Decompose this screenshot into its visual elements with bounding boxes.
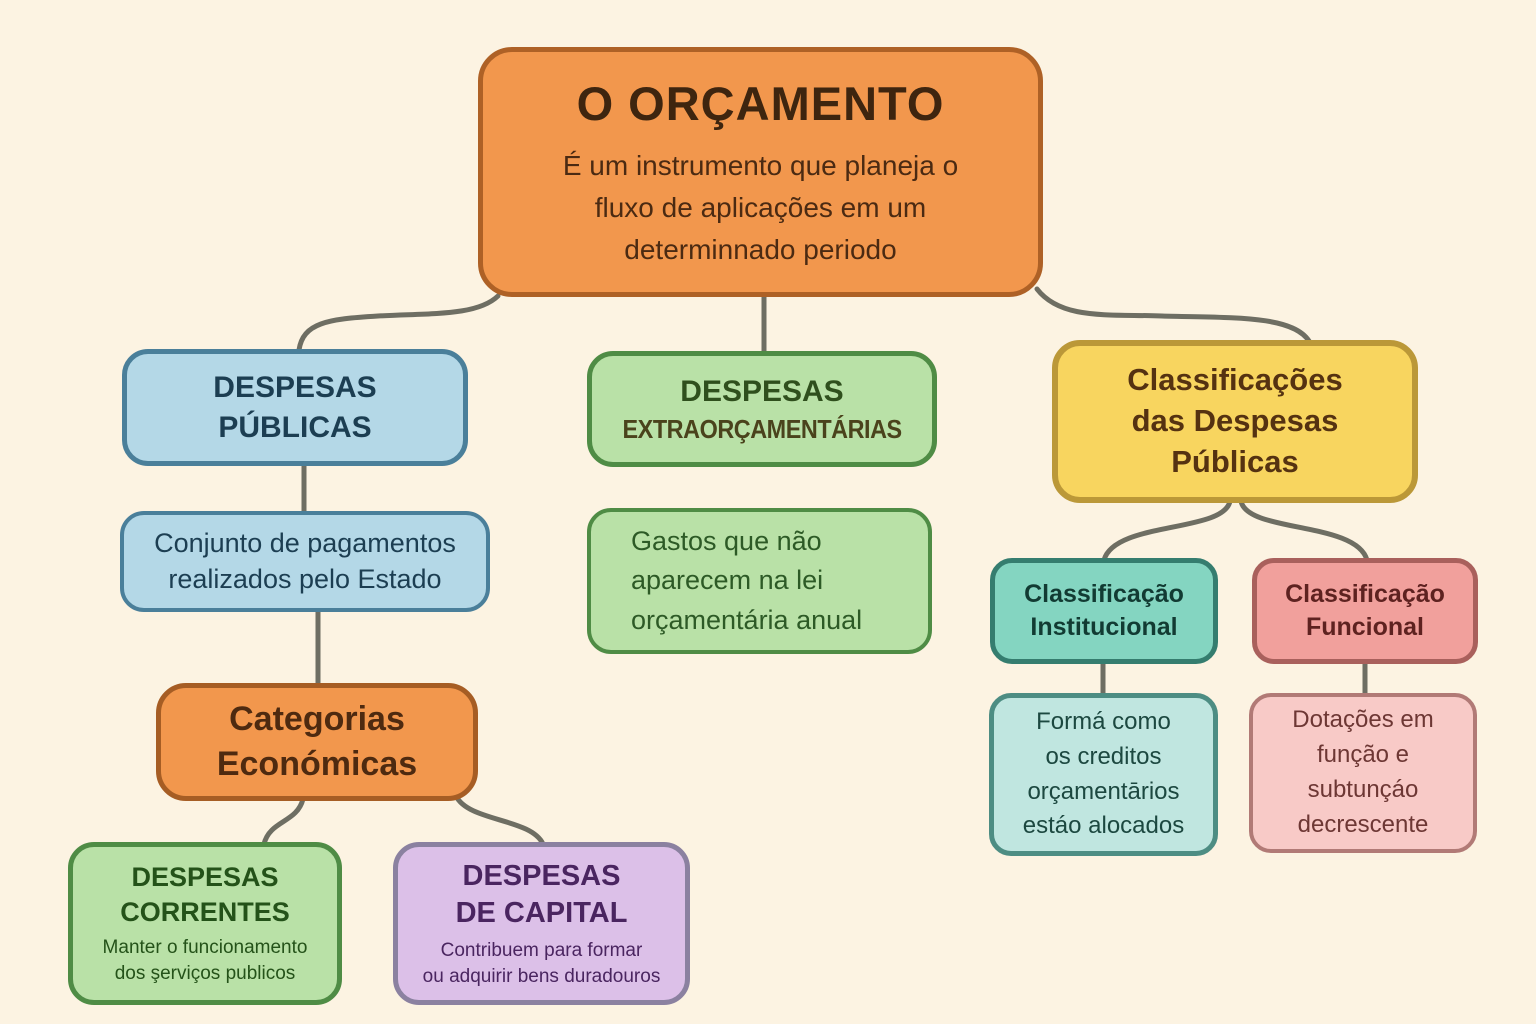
- node-dotacoes-funcao: Dotações em função e subtunçáo decrescen…: [1249, 693, 1477, 853]
- despesas-de-capital-title: DESPESAS DE CAPITAL: [455, 859, 628, 930]
- gastos-nao-aparecem-label: Gastos que não aparecem na lei orçamentá…: [631, 526, 863, 635]
- connector-classificacoes-funcional: [1238, 498, 1370, 563]
- connector-categorias-correntes: [261, 796, 306, 847]
- connector-root-publicas: [296, 293, 501, 353]
- node-classificacoes-despesas: Classificações das Despesas Públicas: [1052, 340, 1418, 503]
- classificacao-institucional-label: Classificação Institucional: [1024, 580, 1184, 641]
- categorias-economicas-label: Categorias Económicas: [216, 700, 418, 783]
- despesas-correntes-description: Manter o funcionamento dos şerviços publ…: [102, 937, 308, 985]
- node-despesas-correntes: DESPESAS CORRENTES Manter o funcionament…: [68, 842, 342, 1005]
- classificacoes-despesas-label: Classificações das Despesas Públicas: [1127, 362, 1343, 479]
- despesas-de-capital-description: Contribuem para formar ou adquirir bens …: [422, 940, 661, 987]
- node-gastos-nao-aparecem: Gastos que não aparecem na lei orçamentá…: [587, 508, 932, 654]
- orcamento-description: É um instrumento que planeja o fluxo de …: [562, 150, 959, 266]
- conjunto-pagamentos-label: Conjunto de pagamentos realizados pelo E…: [154, 527, 456, 594]
- despesas-publicas-label: DESPESAS PÚBLICAS: [213, 370, 377, 444]
- connector-classificacoes-institucional: [1101, 498, 1233, 563]
- dotacoes-funcao-label: Dotações em função e subtunçáo decrescen…: [1292, 706, 1434, 838]
- node-forma-creditos-alocados: Formá como os creditos orçamentārios est…: [989, 693, 1218, 856]
- connector-root-classificacoes: [1034, 286, 1312, 344]
- node-classificacao-funcional: Classificação Funcional: [1252, 558, 1478, 664]
- forma-creditos-alocados-label: Formá como os creditos orçamentārios est…: [1022, 707, 1185, 840]
- classificacao-funcional-label: Classificação Funcional: [1285, 580, 1445, 641]
- connector-categorias-capital: [453, 793, 546, 847]
- orcamento-title: O ORÇAMENTO: [576, 76, 945, 130]
- despesas-correntes-title: DESPESAS CORRENTES: [120, 862, 290, 928]
- node-orcamento: O ORÇAMENTO É um instrumento que planeja…: [478, 47, 1043, 297]
- node-despesas-de-capital: DESPESAS DE CAPITAL Contribuem para form…: [393, 842, 690, 1005]
- node-despesas-extraorcamentarias: DESPESAS EXTRAORÇAMENTÁRIAS: [587, 351, 937, 467]
- node-conjunto-pagamentos: Conjunto de pagamentos realizados pelo E…: [120, 511, 490, 612]
- despesas-extraorcamentarias-line2: EXTRAORÇAMENTÁRIAS: [622, 413, 902, 444]
- node-categorias-economicas: Categorias Económicas: [156, 683, 478, 801]
- node-despesas-publicas: DESPESAS PÚBLICAS: [122, 349, 468, 466]
- despesas-extraorcamentarias-line1: DESPESAS: [680, 375, 844, 409]
- node-classificacao-institucional: Classificação Institucional: [990, 558, 1218, 664]
